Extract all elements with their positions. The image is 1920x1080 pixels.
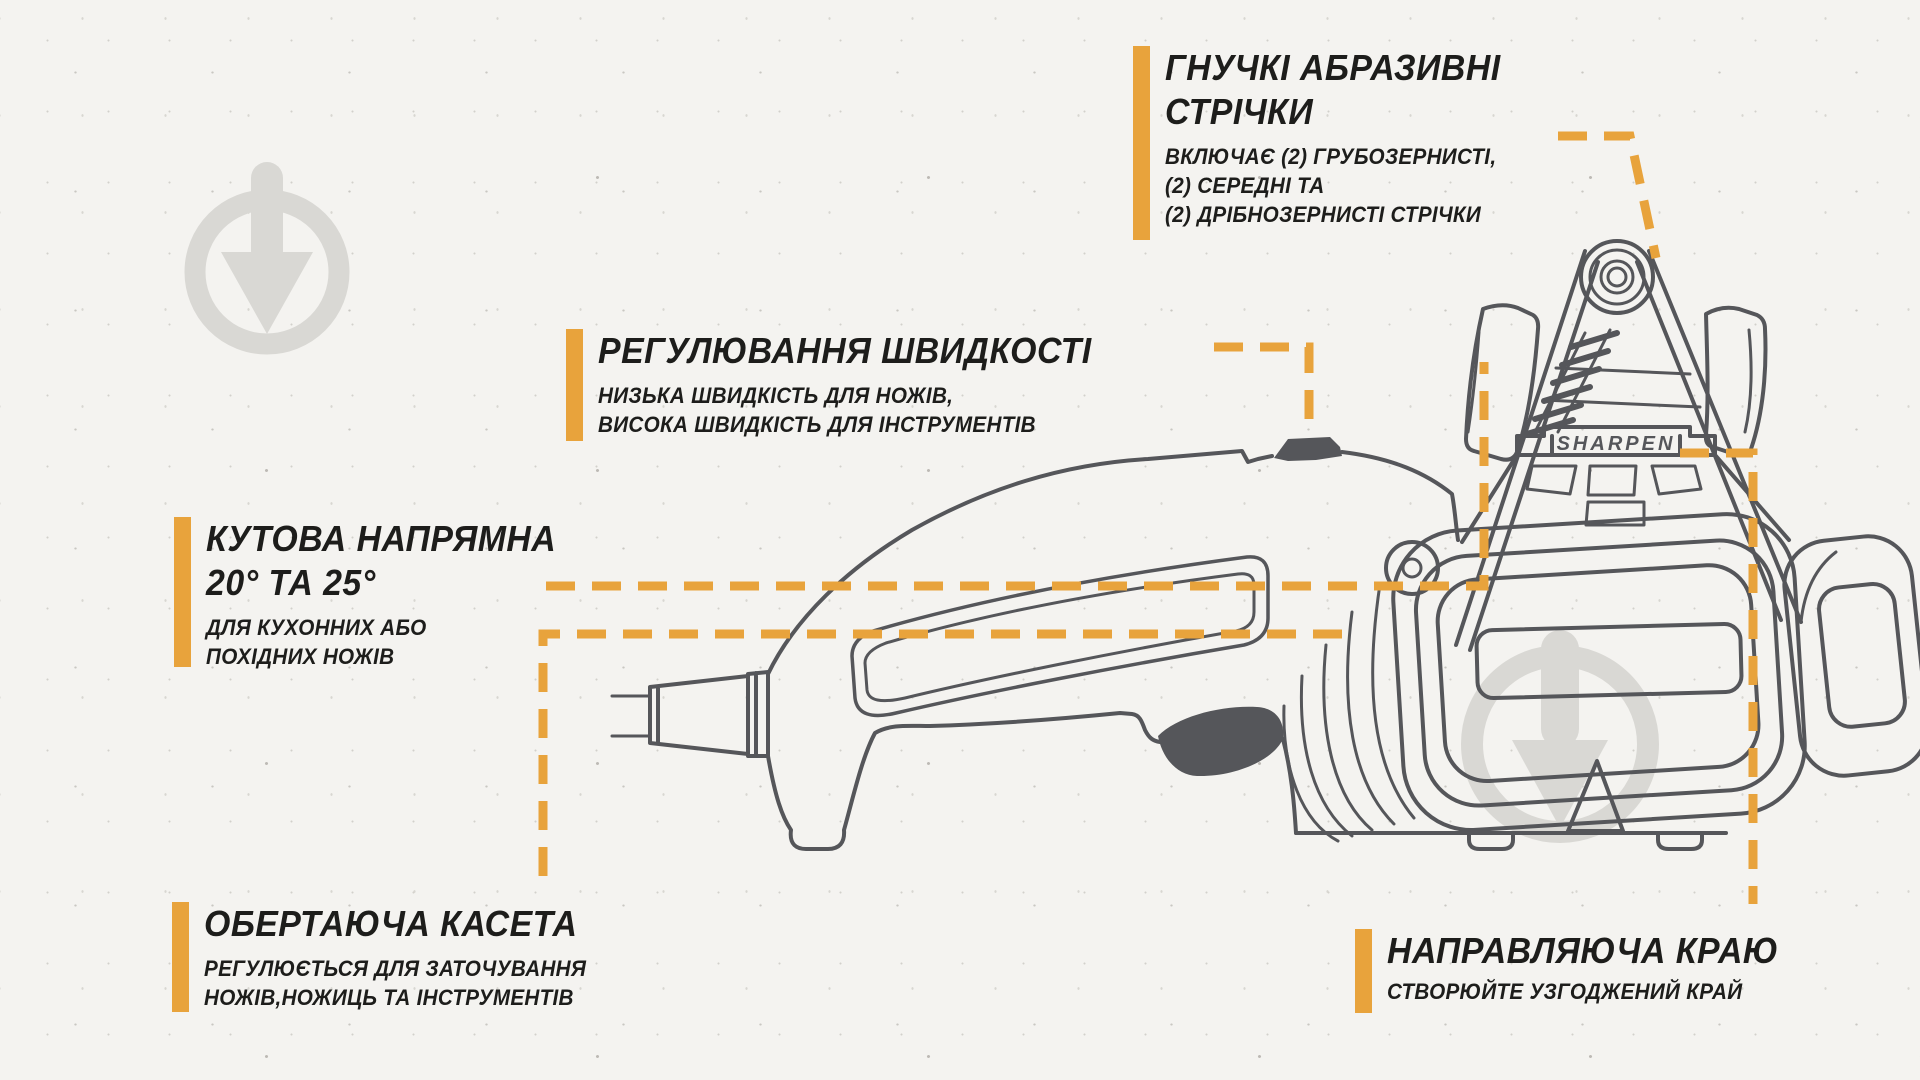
accent-bar (1355, 929, 1372, 1013)
connector-edge-guide (1680, 448, 1758, 904)
callout-title: НАПРАВЛЯЮЧА КРАЮ (1387, 930, 1779, 971)
brand-label: SHARPEN (1557, 433, 1676, 455)
callout-title: КУТОВА НАПРЯМНА 20° ТА 25° (206, 518, 557, 603)
callout-abrasive-belts: ГНУЧКІ АБРАЗИВНІ СТРІЧКИ ВКЛЮЧАЄ (2) ГРУ… (1133, 46, 1523, 240)
base-stand (1294, 759, 1728, 851)
accent-bar (174, 517, 191, 667)
rotating-cassette-drum (1282, 512, 1807, 843)
callout-title: ОБЕРТАЮЧА КАСЕТА (204, 903, 578, 944)
tension-spring (1524, 328, 1620, 438)
speed-switch (1274, 437, 1342, 461)
callout-angle-guide: КУТОВА НАПРЯМНА 20° ТА 25° ДЛЯ КУХОННИХ … (174, 517, 580, 669)
sharpening-head: SHARPEN (1282, 239, 1920, 851)
callout-description: СТВОРЮЙТЕ УЗГОДЖЕНИЙ КРАЙ (1387, 978, 1743, 1004)
connector-rotating-cassette (538, 629, 1350, 876)
watermark-logo-top-left (184, 162, 350, 355)
accent-bar (1133, 46, 1150, 240)
nose-collar (746, 670, 770, 758)
callout-rotating-cassette: ОБЕРТАЮЧА КАСЕТА РЕГУЛЮЄТЬСЯ ДЛЯ ЗАТОЧУВ… (172, 902, 612, 1012)
callout-speed-control: РЕГУЛЮВАННЯ ШВИДКОСТІ НИЗЬКА ШВИДКІСТЬ Д… (566, 329, 1124, 441)
callout-edge-guide: НАПРАВЛЯЮЧА КРАЮ СТВОРЮЙТЕ УЗГОДЖЕНИЙ КР… (1355, 929, 1805, 1013)
cassette-hub (1384, 540, 1440, 596)
connector-speed-control (1214, 342, 1314, 433)
connector-angle-guide (546, 362, 1489, 591)
accent-bar (566, 329, 583, 441)
cassette-face-cutouts (1525, 464, 1703, 527)
callout-connectors (538, 131, 1758, 904)
body-panel (850, 555, 1270, 718)
callout-description: НИЗЬКА ШВИДКІСТЬ ДЛЯ НОЖІВ, ВИСОКА ШВИДК… (598, 382, 1036, 437)
accent-bar (172, 902, 189, 1012)
trigger (1158, 706, 1284, 777)
nose-cone (648, 674, 750, 756)
callout-title: ГНУЧКІ АБРАЗИВНІ СТРІЧКИ (1165, 47, 1501, 132)
callout-description: ДЛЯ КУХОННИХ АБО ПОХІДНИХ НОЖІВ (206, 614, 427, 669)
callout-title: РЕГУЛЮВАННЯ ШВИДКОСТІ (598, 330, 1092, 371)
sharpener-body (610, 437, 1460, 851)
blade-slot-lines (610, 694, 652, 738)
callout-description: ВКЛЮЧАЄ (2) ГРУБОЗЕРНИСТІ, (2) СЕРЕДНІ Т… (1165, 143, 1497, 227)
angle-guide-flap-right (1703, 305, 1768, 458)
callout-description: РЕГУЛЮЄТЬСЯ ДЛЯ ЗАТОЧУВАННЯ НОЖІВ,НОЖИЦЬ… (204, 955, 587, 1010)
connector-abrasive-belts (1558, 131, 1661, 259)
